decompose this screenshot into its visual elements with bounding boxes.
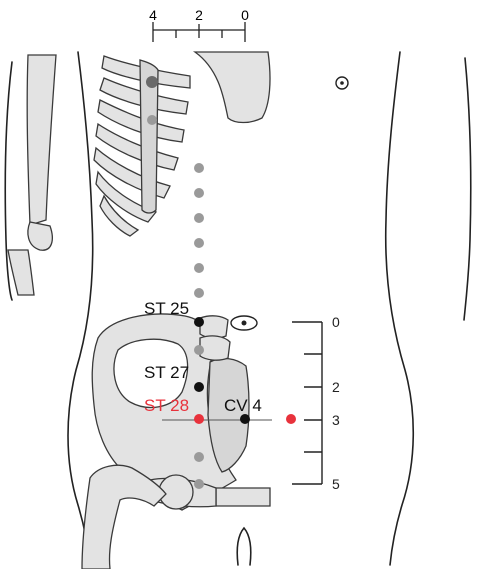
umbilicus-symbol xyxy=(231,316,257,330)
top-scale-tick-0: 0 xyxy=(241,7,249,23)
point-cv4 xyxy=(240,414,250,424)
side-scale-tick-0: 0 xyxy=(332,314,340,330)
side-scale-tick-5: 5 xyxy=(332,476,340,492)
left-arm-bones xyxy=(8,55,56,295)
rib-cage xyxy=(94,52,270,236)
label-st27: ST 27 xyxy=(144,363,189,382)
point-st27 xyxy=(194,382,204,392)
top-scale-tick-2: 2 xyxy=(195,7,203,23)
navel-mark xyxy=(336,77,348,89)
top-cun-scale: 4 2 0 xyxy=(149,7,249,42)
side-scale-labels: 0 2 3 5 xyxy=(332,314,340,492)
point-st28-contralateral xyxy=(286,414,296,424)
label-st25: ST 25 xyxy=(144,299,189,318)
label-st28: ST 28 xyxy=(144,396,189,415)
top-scale-tick-4: 4 xyxy=(149,7,157,23)
point-st28 xyxy=(194,414,204,424)
point-st25 xyxy=(194,317,204,327)
side-cun-scale xyxy=(292,322,322,484)
side-scale-tick-3: 3 xyxy=(332,412,340,428)
label-cv4: CV 4 xyxy=(224,396,262,415)
femur xyxy=(82,465,193,569)
side-scale-tick-2: 2 xyxy=(332,379,340,395)
